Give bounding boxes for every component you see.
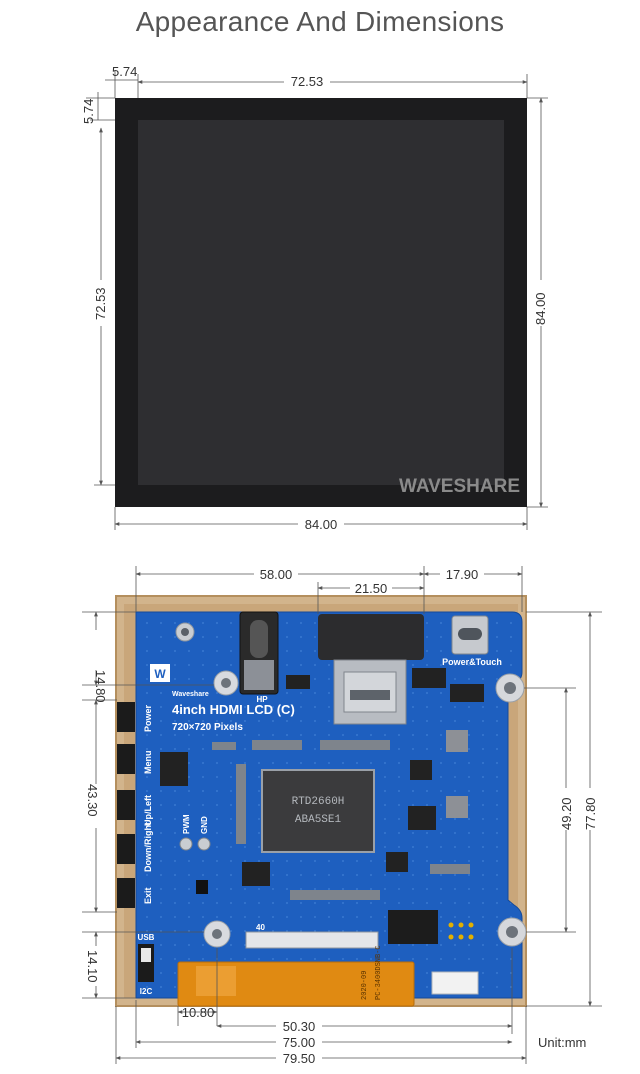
- passive-row-3: [212, 742, 236, 750]
- button-label-power: Power: [143, 704, 153, 732]
- passive-col-1: [236, 764, 246, 844]
- front-view: WAVESHARE 5.74 72.53 5.74 72.53 84.00 8: [81, 64, 549, 532]
- dim-top-offset: 14.80: [93, 670, 108, 703]
- dim-active-height: 72.53: [93, 287, 108, 320]
- smd-chip-1: [286, 675, 310, 689]
- usb-label: USB: [138, 933, 155, 942]
- dim-active-width: 72.53: [291, 74, 324, 89]
- fpc-ribbon: [177, 961, 415, 1007]
- smd-chip-5: [410, 760, 432, 780]
- dim-outer-height: 84.00: [533, 292, 548, 325]
- dim-board-width: 75.00: [283, 1035, 316, 1050]
- dim-buttons-span: 43.30: [85, 784, 100, 817]
- up-left-button[interactable]: [117, 790, 135, 820]
- button-label-exit: Exit: [143, 887, 153, 904]
- dim-hdmi-to-right: 17.90: [446, 567, 479, 582]
- button-label-down-right: Down/Right: [143, 822, 153, 872]
- dim-board-height: 77.80: [583, 797, 598, 830]
- smd-chip-4: [160, 752, 188, 786]
- button-label-menu: Menu: [143, 751, 153, 775]
- dim-hdmi-width: 21.50: [355, 581, 388, 596]
- passive-row-1: [252, 740, 302, 750]
- smd-chip-8: [242, 862, 270, 886]
- dim-outer-width: 84.00: [305, 517, 338, 532]
- fpc-connector: [245, 931, 379, 949]
- chip-text-1: RTD2660H: [292, 796, 345, 808]
- smd-chip-10: [196, 880, 208, 894]
- power-button[interactable]: [117, 702, 135, 732]
- exit-button[interactable]: [117, 878, 135, 908]
- passive-row-4: [290, 890, 380, 900]
- logo-text: Waveshare: [172, 691, 209, 698]
- smd-chip-7: [386, 852, 408, 872]
- i2c-label: I2C: [140, 987, 153, 996]
- chip-text-2: ABA5SE1: [295, 814, 342, 826]
- page-title: Appearance And Dimensions: [135, 6, 505, 37]
- dim-bezel-top: 5.74: [81, 99, 96, 124]
- brand-watermark: WAVESHARE: [399, 476, 520, 497]
- gnd-label: GND: [200, 816, 209, 834]
- fpc-text: PC-3400DSNB-C: [375, 945, 383, 1000]
- button-label-up-left: Up/Left: [143, 795, 153, 826]
- pwm-pad: [179, 837, 193, 851]
- svg-text:W: W: [154, 667, 166, 681]
- dim-hole-spacing-v: 49.20: [559, 797, 574, 830]
- smd-chip-9: [388, 910, 438, 944]
- hp-label: HP: [256, 695, 268, 704]
- smd-chip-2: [412, 668, 446, 688]
- inductor-1: [446, 730, 468, 752]
- waveshare-logo-icon: [150, 664, 170, 682]
- dim-overall-width: 79.50: [283, 1051, 316, 1066]
- passive-row-2: [320, 740, 390, 750]
- unit-label: Unit:mm: [538, 1035, 586, 1050]
- pwm-label: PWM: [182, 814, 191, 834]
- smd-chip-3: [450, 684, 484, 702]
- power-touch-label: Power&Touch: [442, 657, 502, 667]
- button-group: Power Menu Up/Left Down/Right Exit: [117, 702, 153, 908]
- smd-chip-6: [408, 806, 436, 830]
- main-controller-chip: [261, 769, 375, 853]
- gold-pins: [446, 918, 476, 944]
- fpc-pin-label: 40: [256, 923, 265, 932]
- menu-button[interactable]: [117, 744, 135, 774]
- dim-hole-spacing-h: 50.30: [283, 1019, 316, 1034]
- board-title: 4inch HDMI LCD (C): [172, 702, 295, 717]
- board-resolution: 720×720 Pixels: [172, 722, 243, 733]
- hdmi-shroud: [318, 614, 424, 660]
- back-view: HP Power&Touch W Waveshare 4inch HDMI LC…: [82, 566, 602, 1066]
- inductor-2: [446, 796, 468, 818]
- dim-hdmi-from-left: 58.00: [260, 567, 293, 582]
- dim-bottom-offset: 14.10: [85, 950, 100, 983]
- dim-fpc-offset: 10.80: [182, 1005, 215, 1020]
- down-right-button[interactable]: [117, 834, 135, 864]
- fpc-date: 2020-09: [361, 971, 369, 1000]
- front-active-area: [138, 120, 504, 485]
- touch-connector: [431, 971, 479, 995]
- passive-row-5: [430, 864, 470, 874]
- dim-bezel-left: 5.74: [112, 64, 137, 79]
- gnd-pad: [197, 837, 211, 851]
